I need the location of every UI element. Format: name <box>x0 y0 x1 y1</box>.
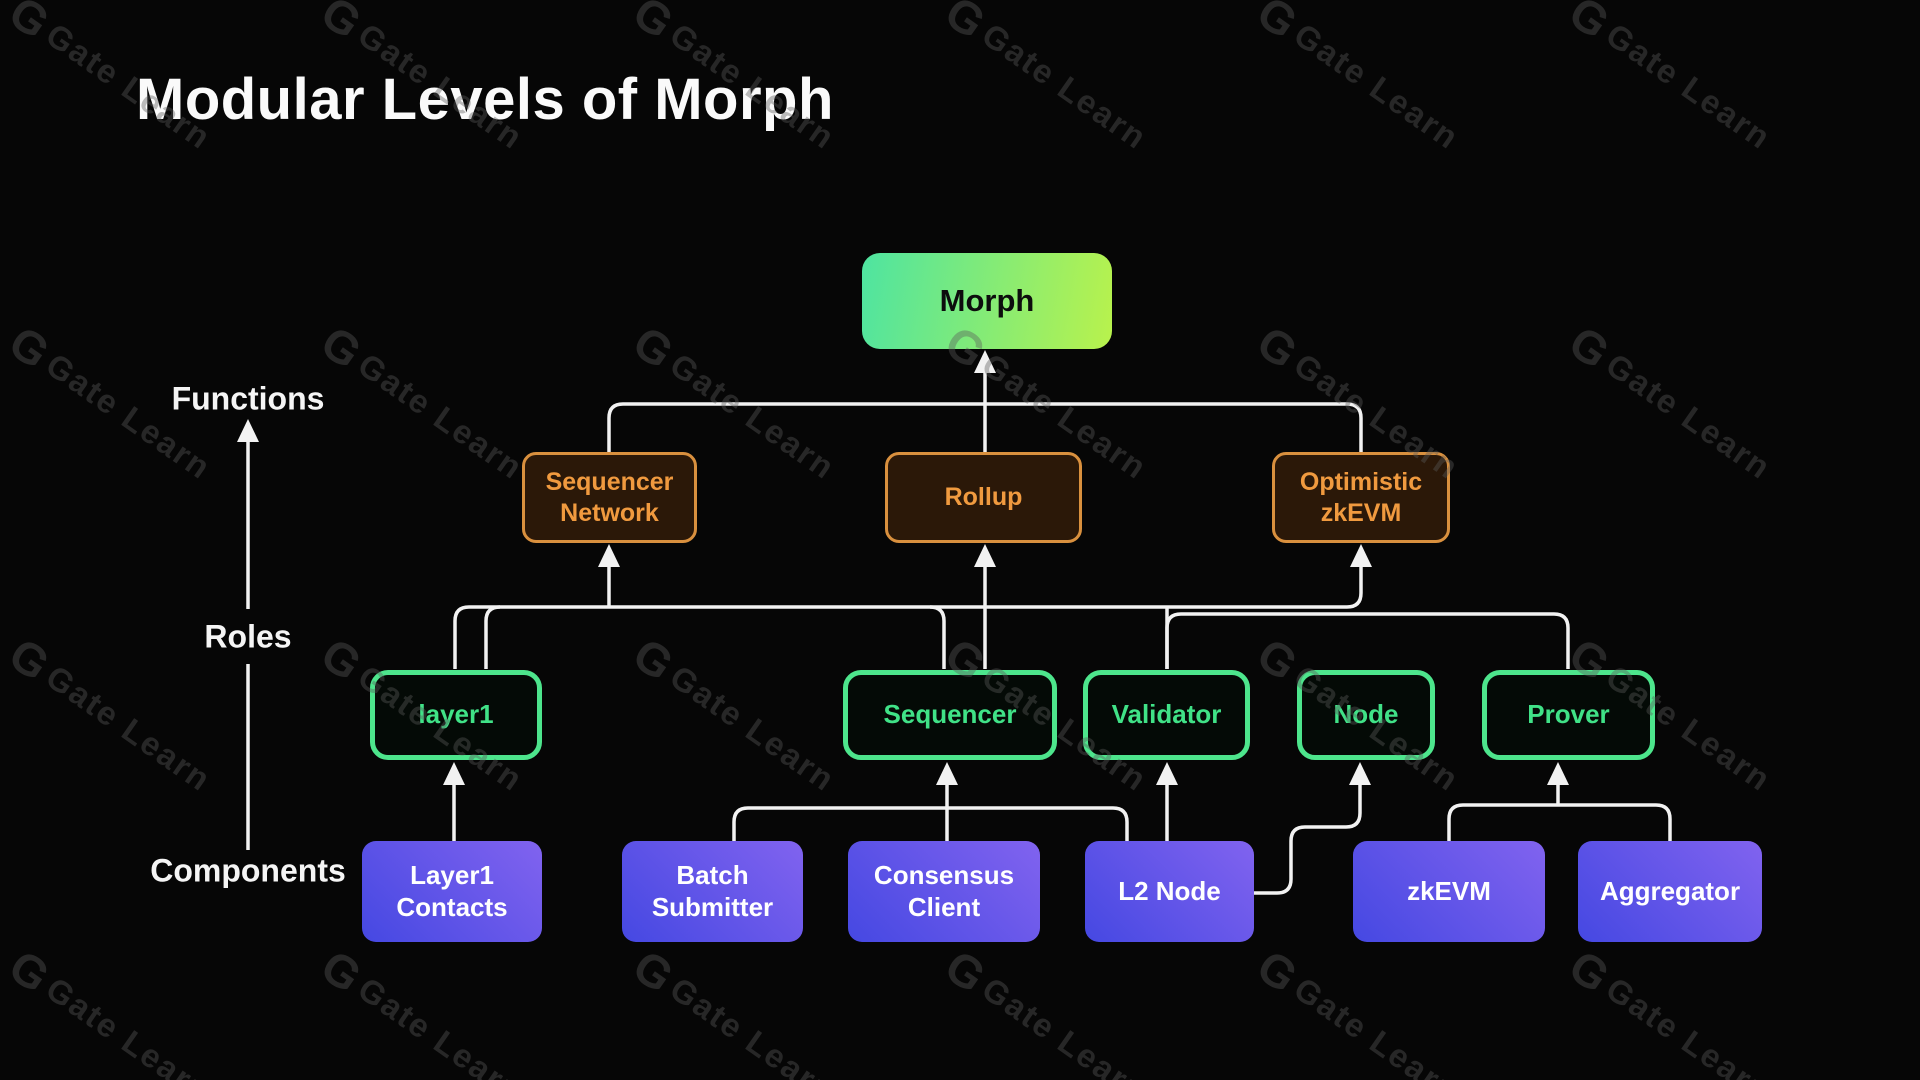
node-consensus-client: Consensus Client <box>848 841 1040 942</box>
arrowhead-ozkevm <box>1350 544 1372 567</box>
arrowhead-node <box>1349 762 1371 785</box>
wire-sequencer-drop <box>929 605 946 669</box>
node-validator: Validator <box>1083 670 1250 760</box>
node-morph: Morph <box>862 253 1112 349</box>
arrowhead-prover <box>1547 762 1569 785</box>
arrowhead-validator <box>1156 762 1178 785</box>
page-title: Modular Levels of Morph <box>136 67 834 132</box>
node-zkevm: zkEVM <box>1353 841 1545 942</box>
wire-router-a <box>453 566 1363 669</box>
node-aggregator: Aggregator <box>1578 841 1762 942</box>
arrowhead-seqnet <box>598 544 620 567</box>
rail-label-functions: Functions <box>171 380 325 417</box>
node-optimistic-zkevm: Optimistic zkEVM <box>1272 452 1450 543</box>
arrowhead-layer1 <box>443 762 465 785</box>
node-l2-node: L2 Node <box>1085 841 1254 942</box>
arrowhead-rail-functions <box>237 419 259 442</box>
node-rollup: Rollup <box>885 452 1082 543</box>
arrowhead-morph <box>974 350 996 373</box>
node-sequencer: Sequencer <box>843 670 1057 760</box>
wire-batch-l2node-bus <box>732 806 1129 841</box>
rail-label-components: Components <box>150 852 346 889</box>
wire-router-b <box>1165 612 1570 669</box>
node-prover: Prover <box>1482 670 1655 760</box>
node-sequencer-network: Sequencer Network <box>522 452 697 543</box>
wire-zkevm-aggregator-bus <box>1447 803 1672 841</box>
node-node: Node <box>1297 670 1435 760</box>
node-batch-submitter: Batch Submitter <box>622 841 803 942</box>
wire-l2node-node-zigzag <box>1254 785 1362 895</box>
wire-layer1-drop2 <box>484 605 501 669</box>
node-layer1: layer1 <box>370 670 542 760</box>
rail-label-roles: Roles <box>204 618 292 655</box>
node-layer1-contacts: Layer1 Contacts <box>362 841 542 942</box>
arrowhead-sequencer <box>936 762 958 785</box>
arrowhead-rollup <box>974 544 996 567</box>
